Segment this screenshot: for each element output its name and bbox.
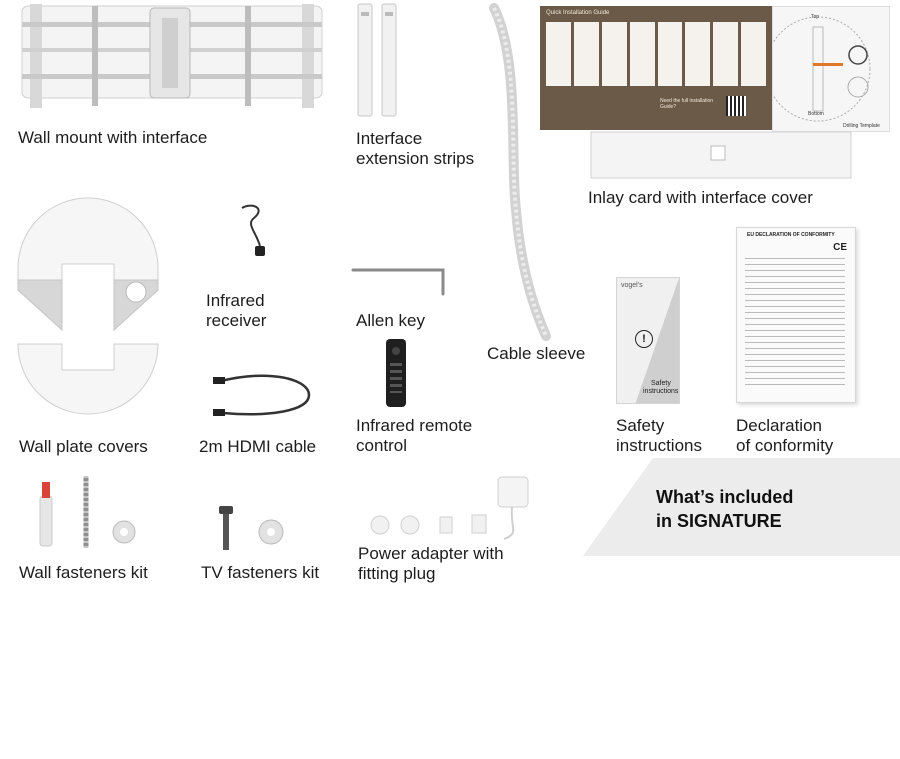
power-adapter-item: Power adapter with fitting plug	[350, 465, 550, 590]
hdmi-cable-item: 2m HDMI cable	[195, 365, 335, 460]
allen-key-label: Allen key	[356, 311, 425, 330]
declaration-label-line1: Declaration	[736, 416, 822, 435]
safety-label-line2: instructions	[616, 436, 702, 455]
power-adapter-label-line1: Power adapter with	[358, 544, 504, 563]
wall-plate-covers-item: Wall plate covers	[0, 197, 180, 460]
interface-strips-image	[357, 3, 397, 117]
wall-mount-item: Wall mount with interface	[0, 0, 340, 150]
guide-question: Need the full installation Guide?	[660, 98, 714, 110]
booklet-title-line1: Safety	[651, 380, 671, 387]
declaration-text-lines	[745, 258, 845, 390]
wall-mount-image	[21, 4, 323, 108]
wall-plate-covers-label: Wall plate covers	[19, 437, 148, 456]
template-bottom: Bottom	[808, 111, 824, 117]
remote-image	[386, 339, 406, 407]
safety-booklet: vogel's ! Safety instructions	[616, 277, 680, 404]
guide-steps	[546, 22, 766, 86]
allen-key-image	[351, 268, 445, 296]
wall-mount-label: Wall mount with interface	[18, 128, 208, 147]
declaration-title: EU DECLARATION OF CONFORMITY	[747, 232, 835, 238]
tv-fasteners-image	[219, 506, 284, 550]
wall-plate-covers-image	[17, 197, 159, 415]
safety-label-line1: Safety	[616, 416, 665, 435]
wall-fasteners-item: Wall fasteners kit	[0, 470, 190, 590]
wall-fasteners-label: Wall fasteners kit	[19, 563, 148, 582]
allen-key-item: Allen key	[345, 260, 465, 340]
drilling-template-drawing	[773, 16, 871, 122]
quick-guide-card: Quick Installation Guide Need the full i…	[540, 6, 772, 130]
power-adapter-image	[370, 476, 529, 540]
banner-line1: What’s included	[656, 487, 794, 507]
whats-included-banner: What’s included in SIGNATURE	[583, 458, 900, 556]
booklet-brand: vogel's	[621, 282, 643, 289]
inlay-card-label: Inlay card with interface cover	[588, 188, 813, 207]
drilling-template: Top Bottom Drilling Template	[772, 6, 890, 132]
cable-sleeve-image	[489, 3, 551, 341]
declaration-document: EU DECLARATION OF CONFORMITY CE	[736, 227, 856, 403]
tv-fasteners-label: TV fasteners kit	[201, 563, 320, 582]
template-top: Top	[811, 14, 820, 20]
safety-instructions-item: vogel's ! Safety instructions Safety ins…	[610, 275, 730, 460]
warning-icon: !	[635, 330, 653, 348]
remote-label-line2: control	[356, 436, 408, 455]
cable-sleeve-label: Cable sleeve	[487, 344, 586, 363]
ce-mark: CE	[833, 242, 847, 253]
declaration-label-line2: of conformity	[736, 436, 834, 455]
template-label: Drilling Template	[843, 123, 880, 129]
declaration-item: EU DECLARATION OF CONFORMITY CE Declarat…	[730, 225, 900, 460]
infrared-receiver-label-line2: receiver	[206, 311, 267, 330]
qr-code-icon	[726, 96, 746, 116]
quick-guide-title: Quick Installation Guide	[546, 10, 610, 16]
infrared-receiver-label-line1: Infrared	[206, 291, 265, 310]
booklet-title-line2: instructions	[643, 388, 679, 395]
tv-fasteners-item: TV fasteners kit	[195, 500, 345, 590]
interface-cover-image	[590, 131, 852, 179]
banner-title: What’s included in SIGNATURE	[656, 485, 793, 533]
hdmi-cable-label: 2m HDMI cable	[199, 437, 317, 456]
remote-label-line1: Infrared remote	[356, 416, 473, 435]
hdmi-cable-image	[213, 374, 311, 416]
power-adapter-label-line2: fitting plug	[358, 564, 436, 583]
cable-sleeve-item: Cable sleeve	[480, 0, 600, 370]
interface-strips-label-line1: Interface	[356, 129, 423, 148]
wall-fasteners-image	[39, 476, 136, 548]
infrared-receiver-image	[241, 204, 265, 256]
remote-item: Infrared remote control	[350, 335, 500, 460]
inlay-card-item: Quick Installation Guide Need the full i…	[538, 0, 900, 210]
banner-line2: in SIGNATURE	[656, 511, 782, 531]
interface-strips-item: Interface extension strips	[350, 0, 500, 175]
infrared-receiver-item: Infrared receiver	[200, 200, 320, 340]
interface-strips-label-line2: extension strips	[356, 149, 475, 168]
